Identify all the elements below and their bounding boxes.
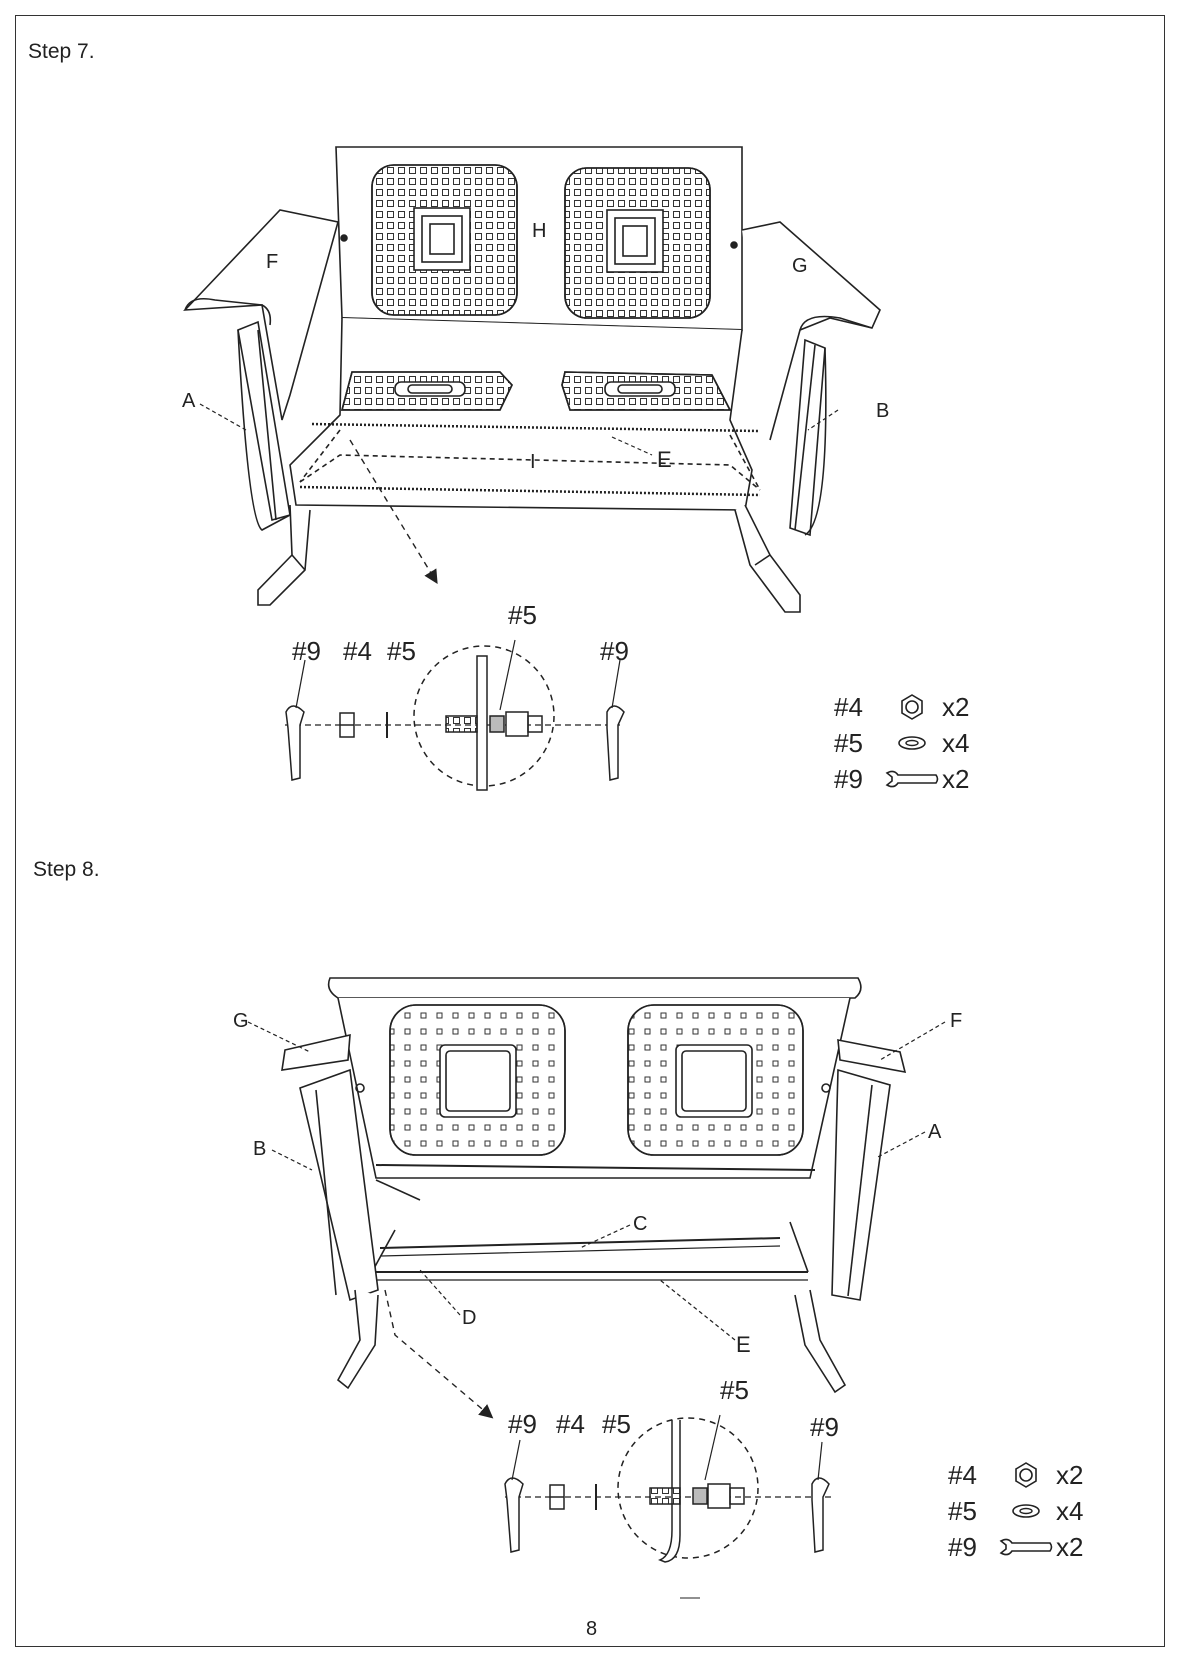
callout-washer: #5	[602, 1409, 631, 1439]
hardware-code: #9	[948, 1532, 998, 1563]
hardware-qty: x2	[1056, 1532, 1083, 1563]
step7-hardware-exploded	[285, 640, 624, 790]
wrench-icon	[998, 1530, 1054, 1564]
hardware-row: #9 x2	[948, 1530, 1083, 1564]
hardware-qty: x2	[1056, 1460, 1083, 1491]
callout-wrench-right: #9	[810, 1412, 839, 1442]
wrench-icon	[884, 762, 940, 796]
hardware-code: #5	[834, 728, 884, 759]
callout-nut: #4	[343, 636, 372, 666]
part-i-label: I	[530, 451, 536, 473]
part-f-label: F	[266, 251, 278, 273]
part-d-label: D	[462, 1307, 476, 1329]
hex-nut-icon	[998, 1458, 1054, 1492]
hardware-row: #5 x4	[948, 1494, 1083, 1528]
washer-icon	[884, 726, 940, 760]
part-b-label: B	[876, 400, 889, 422]
part-a-label: A	[182, 390, 196, 412]
part-b-label: B	[253, 1138, 266, 1160]
step8-glider-drawing	[248, 978, 945, 1414]
hardware-code: #4	[834, 692, 884, 723]
part-a-label: A	[928, 1121, 942, 1143]
hardware-code: #4	[948, 1460, 998, 1491]
part-g-label: G	[233, 1010, 249, 1032]
part-e-label: E	[657, 447, 672, 472]
callout-washer-top: #5	[720, 1375, 749, 1405]
hardware-qty: x4	[942, 728, 969, 759]
callout-nut: #4	[556, 1409, 585, 1439]
part-f-label: F	[950, 1010, 962, 1032]
page-number: 8	[0, 1618, 1183, 1641]
hardware-row: #4 x2	[834, 690, 969, 724]
hardware-row: #4 x2	[948, 1458, 1083, 1492]
hardware-row: #9 x2	[834, 762, 969, 796]
hardware-code: #5	[948, 1496, 998, 1527]
back-panel	[329, 978, 861, 998]
part-e-label: E	[736, 1332, 751, 1357]
callout-wrench-right: #9	[600, 636, 629, 666]
part-h-label: H	[532, 220, 546, 242]
hardware-qty: x2	[942, 764, 969, 795]
step8-hardware-exploded	[505, 1415, 835, 1598]
callout-washer-top: #5	[508, 600, 537, 630]
part-c-label: C	[633, 1213, 647, 1235]
step7-glider-drawing	[185, 147, 880, 612]
callout-wrench-left: #9	[292, 636, 321, 666]
washer-icon	[998, 1494, 1054, 1528]
hardware-qty: x4	[1056, 1496, 1083, 1527]
hex-nut-icon	[884, 690, 940, 724]
hardware-code: #9	[834, 764, 884, 795]
part-g-label: G	[792, 255, 808, 277]
callout-wrench-left: #9	[508, 1409, 537, 1439]
hardware-qty: x2	[942, 692, 969, 723]
callout-washer: #5	[387, 636, 416, 666]
seat-panel-i	[290, 318, 752, 510]
hardware-row: #5 x4	[834, 726, 969, 760]
